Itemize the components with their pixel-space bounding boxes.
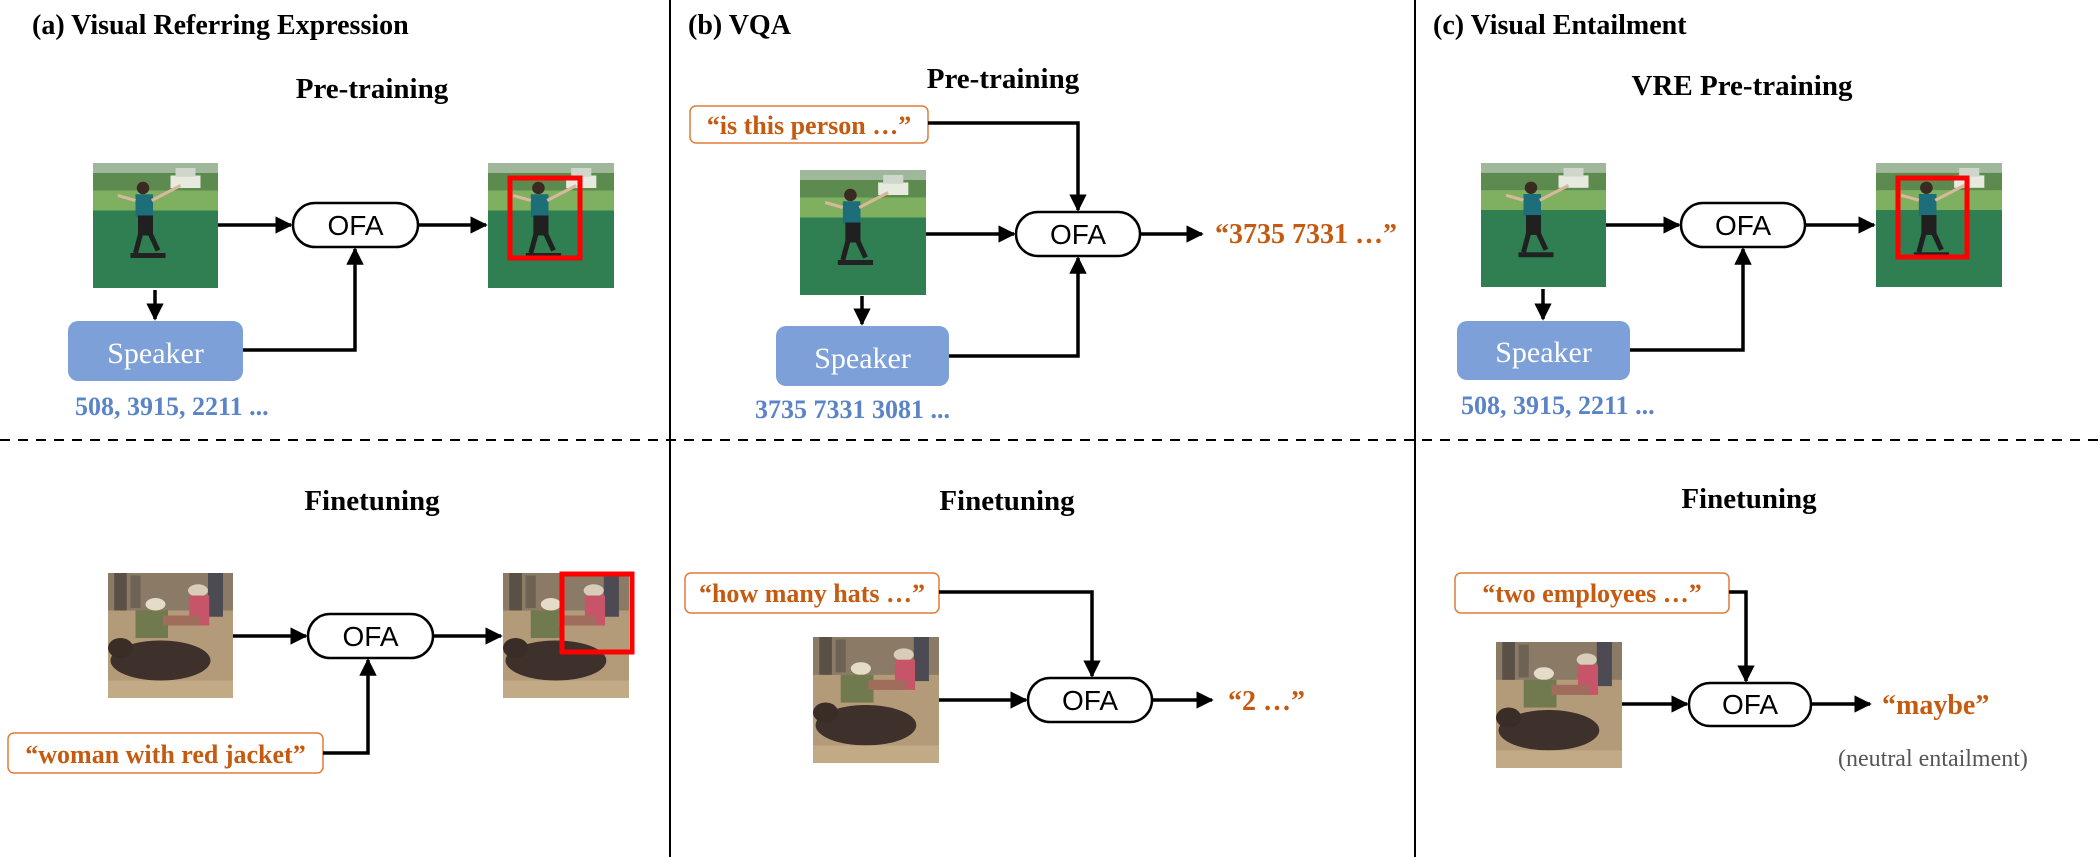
bounding-box <box>559 571 635 655</box>
panel-a-finetune-title: Finetuning <box>304 485 440 517</box>
speaker-box <box>776 326 949 386</box>
ofa-label: OFA <box>327 210 383 241</box>
panel-a: (a) Visual Referring Expression Pre-trai… <box>7 10 635 774</box>
pretrain-query: “is this person …” <box>707 111 911 140</box>
panel-a-title: (a) Visual Referring Expression <box>32 10 409 41</box>
panel-b: (b) VQA Pre-training “is this person …” … <box>684 10 1397 763</box>
speaker-label: Speaker <box>814 342 911 375</box>
panel-c-finetune-title: Finetuning <box>1681 483 1817 515</box>
ofa-label: OFA <box>1062 685 1118 716</box>
skateboarder-image <box>1481 163 1606 287</box>
panel-a-pretrain-title: Pre-training <box>296 73 449 105</box>
animal-image <box>108 573 233 698</box>
speaker-tokens: 508, 3915, 2211 ... <box>1461 391 1655 420</box>
skateboarder-image <box>93 163 218 288</box>
panel-b-pretrain-title: Pre-training <box>927 63 1080 95</box>
animal-image <box>1496 642 1622 768</box>
ofa-label: OFA <box>342 621 398 652</box>
speaker-label: Speaker <box>1495 336 1592 369</box>
finetune-output: “2 …” <box>1228 686 1305 717</box>
finetune-query: “how many hats …” <box>699 579 925 608</box>
panel-c-title: (c) Visual Entailment <box>1433 10 1687 41</box>
ofa-label: OFA <box>1715 210 1771 241</box>
speaker-label: Speaker <box>107 337 204 370</box>
ofa-label: OFA <box>1050 219 1106 250</box>
panel-b-title: (b) VQA <box>688 10 792 41</box>
grounded-output-image <box>503 573 629 698</box>
skateboarder-image <box>800 170 926 295</box>
entailment-note: (neutral entailment) <box>1838 746 2028 772</box>
ofa-label: OFA <box>1722 689 1778 720</box>
bounding-box <box>507 175 583 261</box>
speaker-box <box>1457 321 1630 380</box>
speaker-tokens: 508, 3915, 2211 ... <box>75 392 269 421</box>
grounded-output-image <box>488 163 614 288</box>
speaker-tokens: 3735 7331 3081 ... <box>755 395 950 424</box>
finetune-output: “maybe” <box>1882 690 1989 721</box>
animal-image <box>813 637 939 763</box>
grounded-output-image <box>1876 163 2002 287</box>
panel-c: (c) Visual Entailment VRE Pre-training O… <box>1433 10 2028 772</box>
pretrain-output: “3735 7331 …” <box>1215 219 1397 250</box>
finetune-query: “woman with red jacket” <box>25 740 305 769</box>
bounding-box <box>1895 175 1970 260</box>
panel-b-finetune-title: Finetuning <box>939 485 1075 517</box>
finetune-query: “two employees …” <box>1482 579 1702 608</box>
panel-c-pretrain-title: VRE Pre-training <box>1632 70 1853 102</box>
speaker-box <box>68 321 243 381</box>
